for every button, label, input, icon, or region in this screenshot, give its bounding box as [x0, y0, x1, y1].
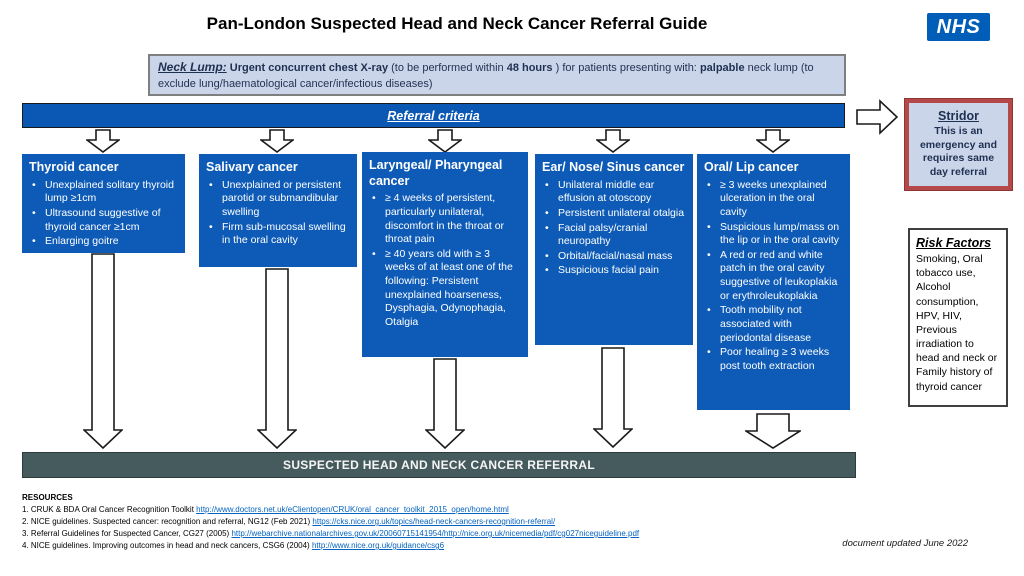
flow-arrow-icon [83, 253, 123, 449]
risk-factors-panel: Risk Factors Smoking, Oral tobacco use, … [908, 228, 1008, 407]
resource-text: 1. CRUK & BDA Oral Cancer Recognition To… [22, 505, 197, 514]
stridor-body: This is an emergency and requires same d… [919, 125, 998, 178]
resource-text: 2. NICE guidelines. Suspected cancer: re… [22, 517, 313, 526]
bullet-text: Ultrasound suggestive of thyroid cancer … [45, 206, 161, 233]
box-title: Laryngeal/ Pharyngeal cancer [369, 158, 503, 188]
cancer-box-oral-lip: Oral/ Lip cancer ≥ 3 weeks unexplained u… [697, 154, 850, 410]
resource-link[interactable]: http://www.doctors.net.uk/eClientopen/CR… [196, 505, 509, 514]
nhs-logo: NHS [927, 13, 990, 41]
bullet-item: Ultrasound suggestive of thyroid cancer … [29, 207, 178, 234]
bullet-item: Suspicious facial pain [542, 264, 686, 278]
neck-lump-text: 48 hours [506, 62, 553, 74]
stridor-panel: Stridor This is an emergency and require… [904, 98, 1013, 191]
bullet-text: Suspicious facial pain [558, 264, 659, 277]
resource-line: 4. NICE guidelines. Improving outcomes i… [22, 540, 639, 552]
stridor-title: Stridor [938, 109, 979, 123]
risk-factors-title: Risk Factors [916, 236, 992, 250]
nhs-logo-text: NHS [936, 15, 981, 38]
neck-lump-text: Urgent concurrent chest X-ray [229, 62, 389, 74]
bullet-item: Unilateral middle ear effusion at otosco… [542, 179, 686, 206]
bullet-item: Poor healing ≥ 3 weeks post tooth extrac… [704, 346, 843, 373]
down-arrow-icon [260, 129, 294, 153]
cancer-box-salivary: Salivary cancer Unexplained or persisten… [199, 154, 357, 267]
neck-lump-text: palpable [699, 62, 745, 74]
bullet-list: Unexplained solitary thyroid lump ≥1cm U… [29, 179, 178, 249]
bullet-item: ≥ 3 weeks unexplained ulceration in the … [704, 179, 843, 220]
footer-note: document updated June 2022 [842, 538, 968, 549]
resource-link[interactable]: http://webarchive.nationalarchives.gov.u… [231, 529, 640, 538]
risk-factors-body: Smoking, Oral tobacco use, Alcohol consu… [916, 253, 998, 393]
cancer-box-thyroid: Thyroid cancer Unexplained solitary thyr… [22, 154, 185, 253]
bullet-text: Enlarging goitre [45, 235, 119, 248]
bullet-text: Tooth mobility not associated with perio… [720, 304, 812, 344]
bullet-item: Unexplained or persistent parotid or sub… [206, 179, 350, 220]
right-arrow-icon [856, 99, 898, 135]
resource-line: 3. Referral Guidelines for Suspected Can… [22, 528, 639, 540]
bullet-list: ≥ 3 weeks unexplained ulceration in the … [704, 179, 843, 374]
bullet-text: Orbital/facial/nasal mass [558, 249, 673, 262]
bullet-text: Unexplained or persistent parotid or sub… [222, 178, 342, 218]
bullet-item: Persistent unilateral otalgia [542, 207, 686, 221]
bullet-text: ≥ 4 weeks of persistent, particularly un… [385, 192, 505, 246]
bullet-item: Suspicious lump/mass on the lip or in th… [704, 221, 843, 248]
resource-link[interactable]: https://cks.nice.org.uk/topics/head-neck… [312, 517, 556, 526]
resource-text: 4. NICE guidelines. Improving outcomes i… [22, 541, 312, 550]
bullet-item: Unexplained solitary thyroid lump ≥1cm [29, 179, 178, 206]
neck-lump-text: ) for patients presenting with: [555, 62, 697, 74]
box-title: Salivary cancer [206, 160, 298, 174]
bullet-list: Unexplained or persistent parotid or sub… [206, 179, 350, 248]
bottom-bar: SUSPECTED HEAD AND NECK CANCER REFERRAL [22, 452, 856, 478]
neck-lump-label: Neck Lump: [158, 60, 227, 74]
bullet-text: Poor healing ≥ 3 weeks post tooth extrac… [720, 346, 830, 372]
box-title: Ear/ Nose/ Sinus cancer [542, 160, 685, 174]
bullet-item: Orbital/facial/nasal mass [542, 250, 686, 264]
bullet-item: A red or red and white patch in the oral… [704, 249, 843, 304]
bullet-text: Suspicious lump/mass on the lip or in th… [720, 220, 840, 247]
bottom-bar-label: SUSPECTED HEAD AND NECK CANCER REFERRAL [283, 458, 595, 472]
bullet-item: Firm sub-mucosal swelling in the oral ca… [206, 221, 350, 248]
flow-arrow-icon [745, 413, 801, 449]
bullet-item: ≥ 4 weeks of persistent, particularly un… [369, 192, 521, 247]
bullet-item: Enlarging goitre [29, 235, 178, 249]
bullet-item: Facial palsy/cranial neuropathy [542, 222, 686, 249]
bullet-text: ≥ 40 years old with ≥ 3 weeks of at leas… [385, 247, 513, 329]
resource-line: 2. NICE guidelines. Suspected cancer: re… [22, 516, 639, 528]
resources-heading: RESOURCES [22, 493, 73, 502]
cancer-box-ear-nose-sinus: Ear/ Nose/ Sinus cancer Unilateral middl… [535, 154, 693, 345]
cancer-box-laryngeal-pharyngeal: Laryngeal/ Pharyngeal cancer ≥ 4 weeks o… [362, 152, 528, 357]
neck-lump-panel: Neck Lump: Urgent concurrent chest X-ray… [148, 54, 846, 96]
resource-link[interactable]: http://www.nice.org.uk/guidance/csg6 [311, 541, 445, 550]
resource-line: 1. CRUK & BDA Oral Cancer Recognition To… [22, 504, 639, 516]
bullet-item: Tooth mobility not associated with perio… [704, 304, 843, 345]
bullet-text: Unilateral middle ear effusion at otosco… [558, 178, 655, 205]
bullet-text: Persistent unilateral otalgia [558, 206, 685, 219]
bullet-text: Facial palsy/cranial neuropathy [558, 221, 648, 248]
bullet-text: ≥ 3 weeks unexplained ulceration in the … [720, 178, 827, 218]
flow-arrow-icon [593, 347, 633, 448]
bullet-item: ≥ 40 years old with ≥ 3 weeks of at leas… [369, 248, 521, 330]
referral-criteria-label: Referral criteria [387, 108, 480, 123]
flow-arrow-icon [257, 268, 297, 449]
neck-lump-text: neck lump (to exclude lung/haematologica… [158, 62, 814, 90]
down-arrow-icon [86, 129, 120, 153]
down-arrow-icon [428, 129, 462, 153]
box-title: Thyroid cancer [29, 160, 119, 174]
box-title: Oral/ Lip cancer [704, 160, 799, 174]
down-arrow-icon [756, 129, 790, 153]
resource-text: 3. Referral Guidelines for Suspected Can… [22, 529, 232, 538]
bullet-text: Unexplained solitary thyroid lump ≥1cm [45, 178, 174, 205]
page-title: Pan-London Suspected Head and Neck Cance… [206, 14, 708, 33]
bullet-text: A red or red and white patch in the oral… [720, 248, 838, 302]
down-arrow-icon [596, 129, 630, 153]
bullet-list: Unilateral middle ear effusion at otosco… [542, 179, 686, 278]
referral-criteria-bar: Referral criteria [22, 103, 845, 128]
bullet-text: Firm sub-mucosal swelling in the oral ca… [222, 220, 346, 247]
flow-arrow-icon [425, 358, 465, 449]
resources-section: RESOURCES 1. CRUK & BDA Oral Cancer Reco… [22, 492, 639, 552]
bullet-list: ≥ 4 weeks of persistent, particularly un… [369, 192, 521, 329]
neck-lump-text: (to be performed within [391, 62, 504, 74]
